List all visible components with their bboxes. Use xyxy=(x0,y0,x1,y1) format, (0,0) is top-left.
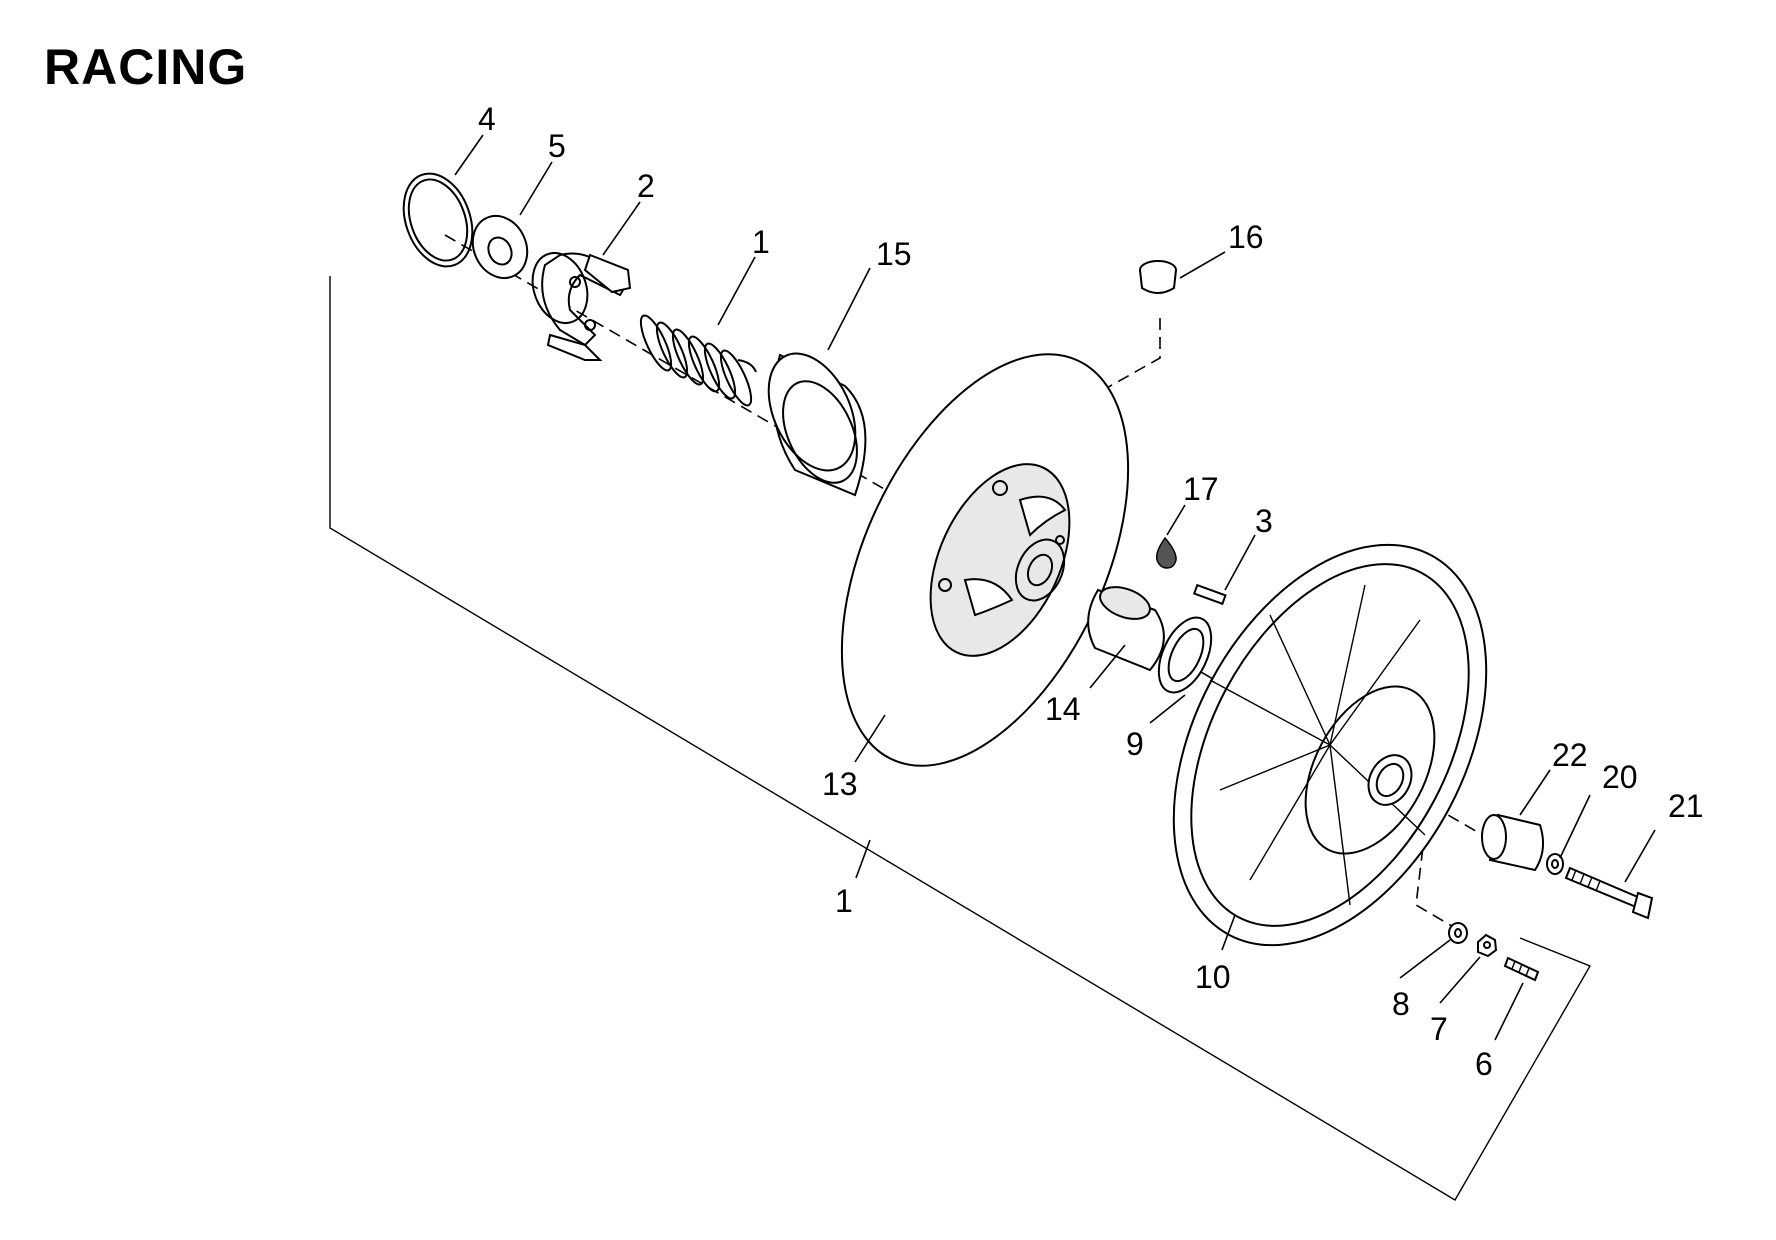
callout-14: 14 xyxy=(1045,691,1081,727)
washer-part-5 xyxy=(471,214,529,280)
callout-21: 21 xyxy=(1668,788,1704,824)
washer-part-20 xyxy=(1546,853,1564,875)
callout-15: 15 xyxy=(876,236,912,272)
bolt-part-21 xyxy=(1564,866,1654,920)
grease-fitting-part-16 xyxy=(1139,260,1177,294)
callout-1-spring: 1 xyxy=(752,224,770,260)
grease-fitting-axis xyxy=(999,318,1161,488)
callout-9: 9 xyxy=(1126,726,1144,762)
callout-16: 16 xyxy=(1228,219,1264,255)
retaining-ring-part-4 xyxy=(402,172,474,268)
grease-drop-icon xyxy=(1155,536,1177,569)
spacer-part-22 xyxy=(1481,813,1545,872)
callout-1-assembly: 1 xyxy=(835,883,853,919)
sleeve-part-15 xyxy=(767,352,867,497)
callout-17: 17 xyxy=(1183,471,1219,507)
callout-10: 10 xyxy=(1195,959,1231,995)
set-screw-part-6 xyxy=(1503,956,1540,982)
callout-8: 8 xyxy=(1392,986,1410,1022)
callout-4: 4 xyxy=(478,101,496,137)
cam-part-2 xyxy=(531,252,632,361)
callout-20: 20 xyxy=(1602,759,1638,795)
drive-face-part-13 xyxy=(840,353,1130,767)
spring-part-1 xyxy=(639,314,757,407)
callout-2: 2 xyxy=(637,168,655,204)
sliding-sheave-part-10 xyxy=(1172,543,1488,947)
assembly-bracket xyxy=(329,276,1592,1201)
screw-axis-bracket xyxy=(1415,829,1463,933)
nut-part-7 xyxy=(1477,933,1498,958)
washer-part-8 xyxy=(1448,922,1468,944)
leader-lines xyxy=(454,134,1656,1041)
callout-6: 6 xyxy=(1475,1046,1493,1082)
callout-3: 3 xyxy=(1255,503,1273,539)
page-title: RACING xyxy=(44,39,248,95)
callout-22: 22 xyxy=(1552,737,1588,773)
callout-5: 5 xyxy=(548,128,566,164)
callout-7: 7 xyxy=(1430,1011,1448,1047)
callout-13: 13 xyxy=(822,766,858,802)
key-part-3 xyxy=(1192,583,1227,606)
bushing-part-14 xyxy=(1087,586,1165,672)
shim-part-9 xyxy=(1157,616,1213,694)
